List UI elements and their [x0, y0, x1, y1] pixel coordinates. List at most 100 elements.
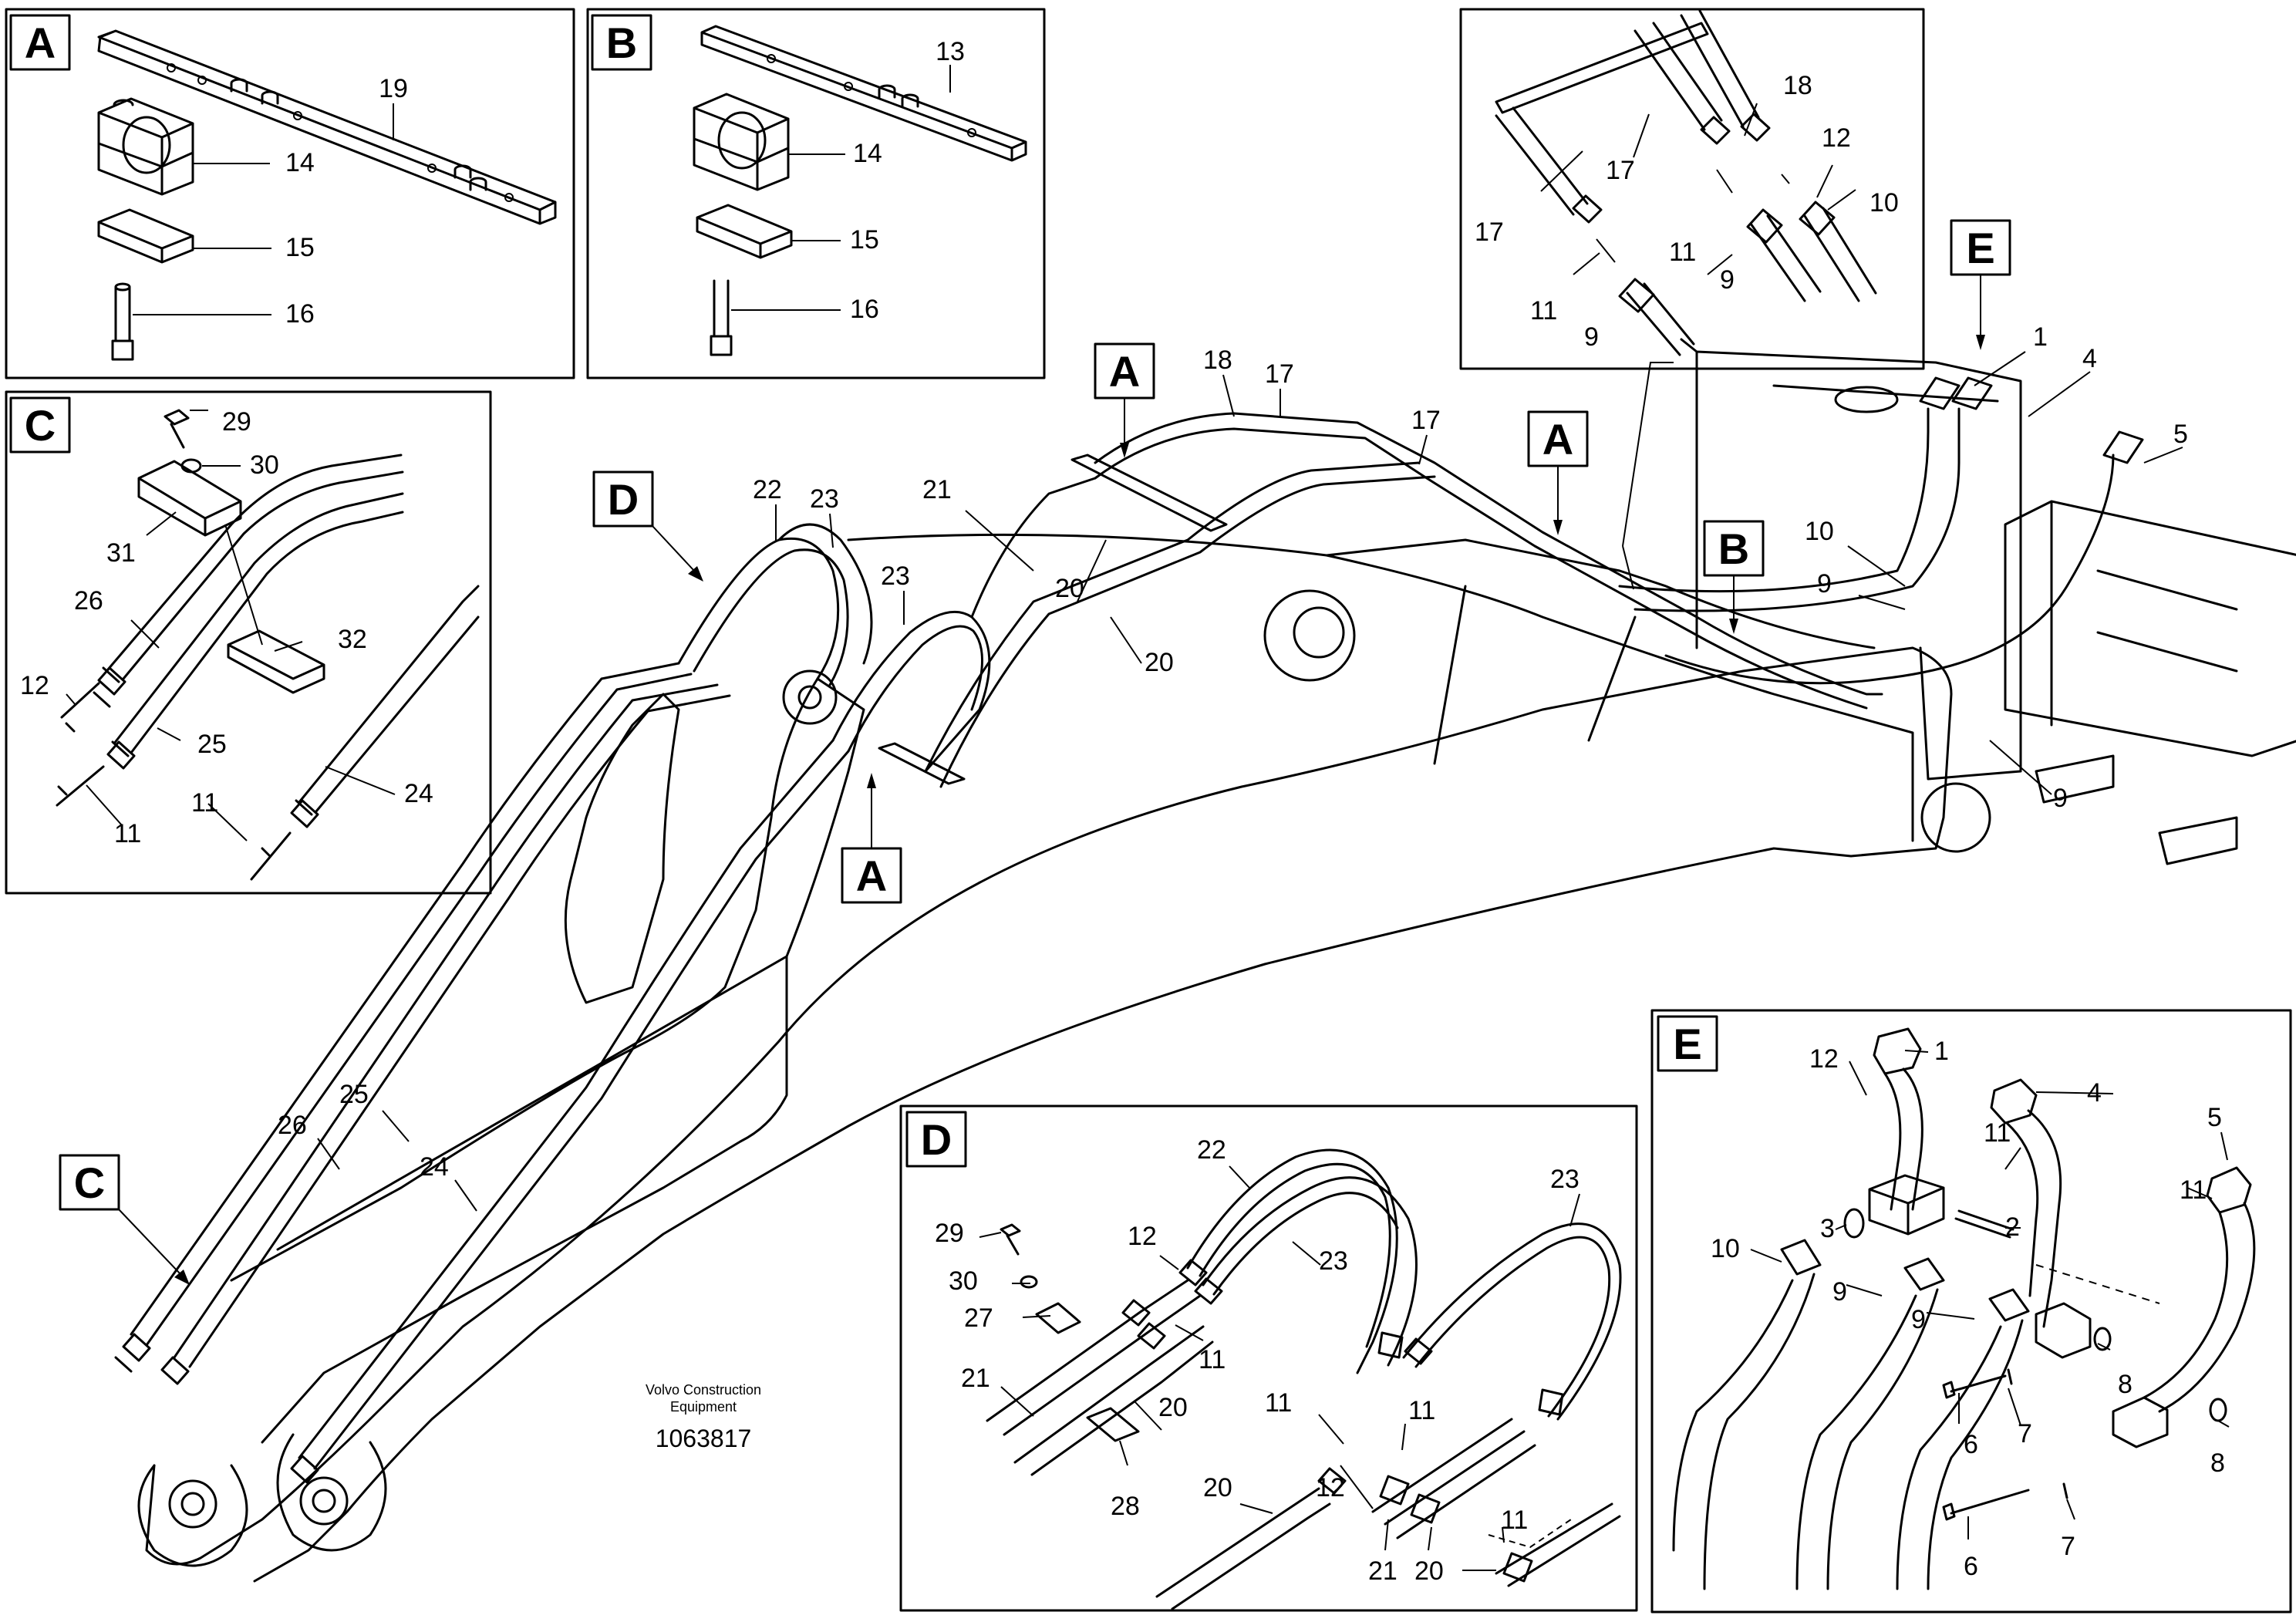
part-number: 9 [1817, 569, 1832, 599]
part-number: 21 [1368, 1556, 1397, 1586]
panel-e-frame [1650, 1009, 2292, 1614]
washer-7 [2007, 1368, 2068, 1499]
clamp-27 [1035, 1302, 1081, 1334]
part-number: 26 [278, 1111, 307, 1140]
boom-body [145, 646, 1953, 1583]
hose-18 [1094, 427, 1868, 710]
part-number: 16 [850, 295, 879, 324]
part-number: 8 [2118, 1370, 2132, 1399]
hose-24 [298, 739, 850, 1470]
part-number: 3 [1820, 1214, 1835, 1243]
part-number: 12 [20, 671, 49, 700]
part-number: 11 [1669, 238, 1696, 267]
part-number: 31 [106, 538, 136, 568]
hose-21 [939, 475, 1436, 788]
detail-panel-e: E 12 1 4 11 5 3 2 11 10 9 9 8 [1650, 1009, 2292, 1614]
hose-23 [1202, 1176, 1418, 1367]
part-number: 29 [935, 1219, 964, 1248]
part-number: 17 [1411, 406, 1441, 435]
part-number: 15 [850, 225, 879, 255]
o-ring-8b [2209, 1398, 2227, 1422]
part-number: 17 [1606, 156, 1635, 185]
part-number: 28 [1111, 1492, 1140, 1521]
part-number: 20 [1414, 1556, 1444, 1586]
part-number: 8 [2210, 1448, 2225, 1478]
part-number: 11 [1501, 1506, 1528, 1535]
clamp-14 [97, 97, 194, 196]
hose-9 [1626, 282, 1695, 356]
clamp-14 [693, 93, 790, 191]
mounting-bar [1495, 22, 1709, 114]
part-number: 11 [114, 819, 141, 848]
part-number: 14 [853, 139, 882, 168]
clamp-32 [227, 629, 325, 694]
hose-17 [1495, 106, 1589, 216]
part-number: 20 [1203, 1473, 1232, 1502]
panel-d-frame [899, 1104, 1638, 1612]
bolt-2 [1954, 1209, 2014, 1239]
part-number: 10 [1870, 188, 1899, 218]
part-number: 11 [1408, 1396, 1435, 1425]
washer-30 [1020, 1275, 1038, 1289]
bolt-6b [1942, 1489, 2030, 1521]
part-number: 16 [285, 299, 315, 329]
hose-17 [1094, 412, 1883, 696]
detail-panel-d: D 22 23 23 29 12 30 27 11 21 20 11 11 20 [899, 1104, 1638, 1612]
bolt-16 [710, 279, 733, 356]
mounting-bar-19 [97, 29, 557, 225]
o-ring-8 [2093, 1327, 2112, 1351]
plate-15 [97, 208, 194, 264]
hose-9-10 [1749, 207, 1877, 302]
boom-cylinder-pin [1263, 589, 1356, 682]
hose-22 [1186, 1148, 1398, 1374]
part-number: 24 [404, 779, 433, 808]
inset-frame [1459, 8, 1925, 370]
hose-25 [113, 492, 404, 754]
arm-body [230, 677, 865, 1444]
panel-a-label-box [9, 14, 71, 71]
part-number: 1 [2033, 322, 2048, 352]
bolt-29 [1000, 1223, 1021, 1256]
hose-20 [1013, 1325, 1214, 1476]
panel-c-label-box [9, 396, 71, 454]
part-number: 21 [922, 475, 952, 504]
part-number: 7 [2018, 1419, 2032, 1448]
part-number: 21 [961, 1364, 990, 1393]
hose-9b [1896, 1288, 2030, 1590]
hose-18 [1680, 9, 1760, 128]
panel-e-label: E [1673, 1020, 1701, 1068]
panel-c-label: C [25, 401, 56, 450]
part-number: 23 [810, 484, 839, 514]
part-number: 30 [250, 450, 279, 480]
clamp-bar [878, 454, 1228, 785]
part-number: 18 [1203, 346, 1232, 375]
caption-maker-sub: Equipment [670, 1399, 737, 1415]
part-number: 17 [1475, 218, 1504, 247]
hose-9-10 [1618, 407, 1961, 612]
panel-c-frame [5, 390, 492, 895]
part-number: 9 [2053, 784, 2068, 813]
panel-d-label-box [905, 1111, 967, 1168]
panel-e-label-box [1657, 1015, 1718, 1072]
part-number: 25 [197, 730, 227, 759]
part-number: 11 [1199, 1345, 1226, 1374]
document-number: 1063817 [656, 1425, 752, 1452]
detail-panel-c: C 29 30 31 32 26 12 25 11 11 24 [5, 390, 492, 895]
part-number: 7 [2061, 1532, 2075, 1561]
fitting-5 [2143, 1166, 2256, 1413]
part-number: 9 [1911, 1305, 1926, 1334]
part-number: 6 [1964, 1552, 1978, 1581]
callout-d: D [608, 475, 639, 524]
panel-b-label: B [606, 19, 637, 67]
part-number: 29 [222, 407, 251, 437]
part-number: 22 [1197, 1135, 1226, 1165]
plate-15 [696, 204, 793, 259]
mounting-bar-13 [700, 25, 1027, 162]
hose-22-23-loop [677, 523, 873, 686]
bolt-6 [1942, 1374, 2007, 1399]
hose-23-loop [831, 610, 991, 773]
callout-a: A [1109, 347, 1140, 396]
part-number: 17 [1265, 359, 1294, 389]
fitting-1 [1873, 1027, 1923, 1211]
